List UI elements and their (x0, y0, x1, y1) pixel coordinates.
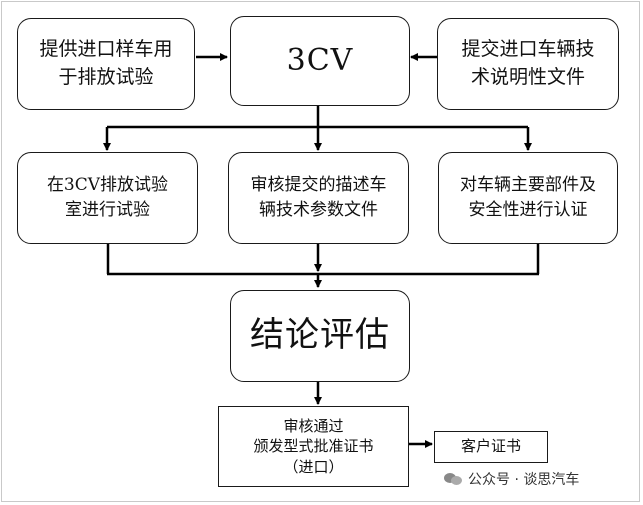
box-client-cert-label: 客户证书 (460, 437, 521, 456)
box-conclusion-label: 结论评估 (250, 315, 390, 356)
box-center-3cv: 3CV (230, 16, 410, 106)
box-center-3cv-label: 3CV (286, 43, 354, 79)
box-emission-test: 在3CV排放试验 室进行试验 (17, 152, 198, 244)
watermark-text: 公众号 · 谈思汽车 (468, 472, 580, 488)
box-provide-vehicle: 提供进口样车用 于排放试验 (17, 18, 195, 110)
box-review-docs: 审核提交的描述车 辆技术参数文件 (228, 152, 409, 244)
watermark: 公众号 · 谈思汽车 (444, 469, 579, 489)
box-certify-parts: 对车辆主要部件及 安全性进行认证 (438, 152, 618, 244)
box-review-docs-label: 审核提交的描述车 辆技术参数文件 (250, 175, 387, 220)
box-approval-label: 审核通过 颁发型式批准证书 （进口） (253, 417, 374, 476)
box-certify-parts-label: 对车辆主要部件及 安全性进行认证 (460, 175, 596, 220)
box-approval: 审核通过 颁发型式批准证书 （进口） (218, 406, 409, 487)
box-emission-test-label: 在3CV排放试验 室进行试验 (46, 175, 169, 220)
box-submit-docs-label: 提交进口车辆技 术说明性文件 (461, 38, 595, 88)
box-provide-vehicle-label: 提供进口样车用 于排放试验 (39, 38, 173, 88)
wechat-icon (444, 472, 462, 486)
box-client-cert: 客户证书 (434, 431, 548, 463)
box-conclusion: 结论评估 (230, 290, 410, 382)
box-submit-docs: 提交进口车辆技 术说明性文件 (437, 18, 619, 110)
